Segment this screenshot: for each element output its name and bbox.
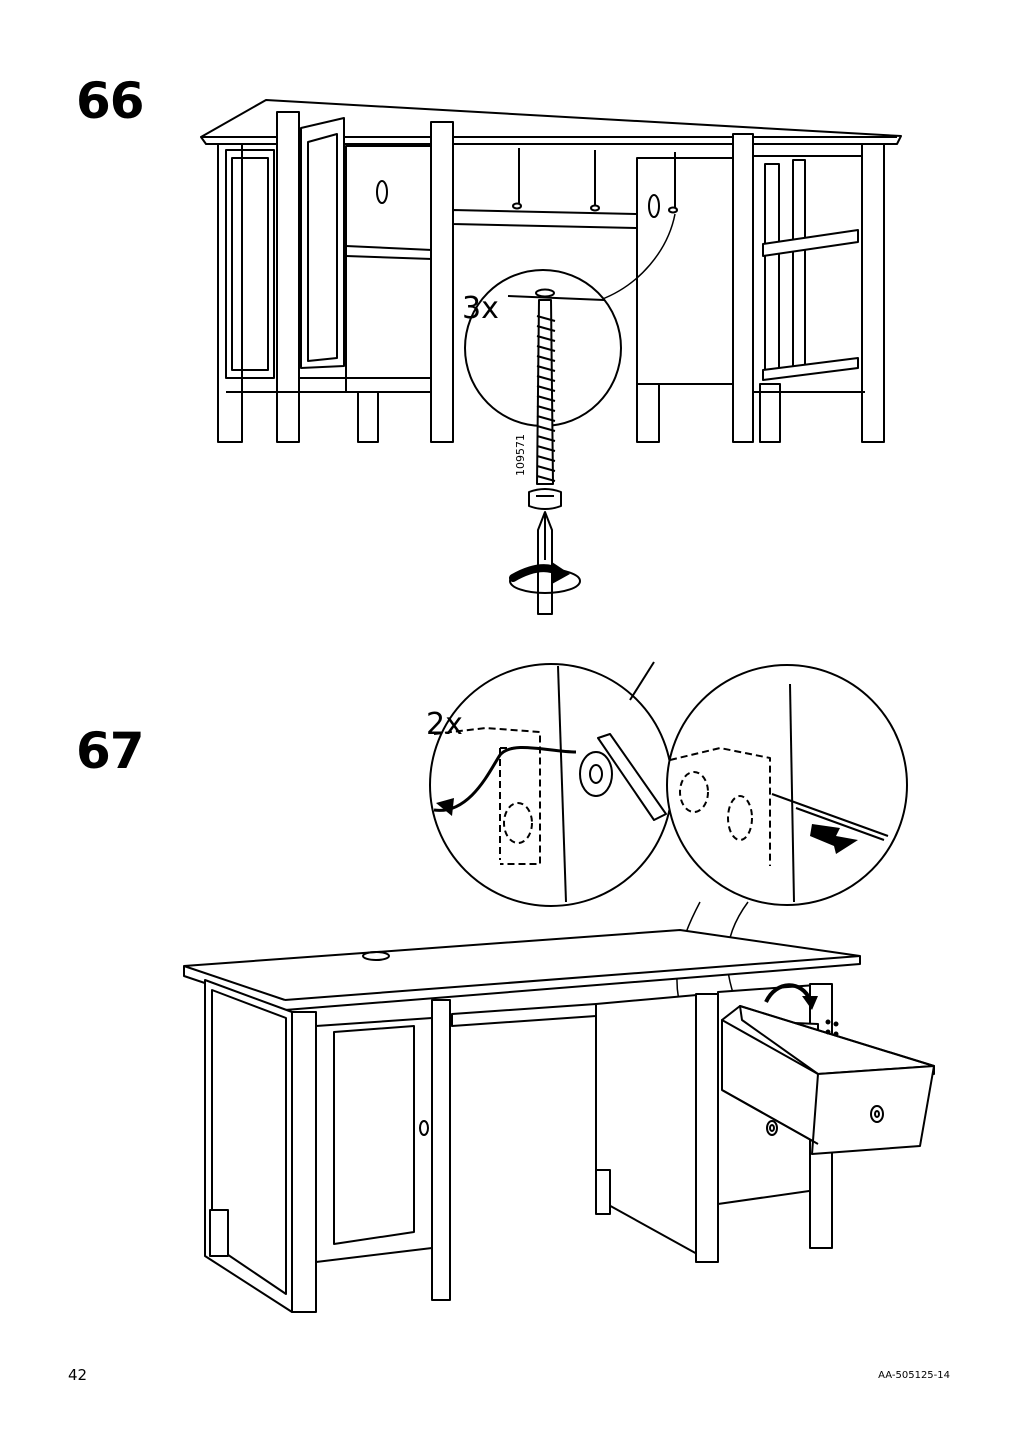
detail-circle xyxy=(465,270,621,484)
part-number-label: 109571 xyxy=(514,434,527,476)
step-number-67: 67 xyxy=(76,722,145,780)
quantity-label-66: 3x xyxy=(462,291,499,326)
step-number-66: 66 xyxy=(76,72,145,130)
tilt-arrow-icon xyxy=(766,985,818,1010)
step-66-illustration: 3x 109571 xyxy=(0,0,1012,640)
rotate-clockwise-icon xyxy=(510,562,580,593)
middle-rail xyxy=(453,144,733,228)
quantity-label-67: 2x xyxy=(426,707,463,742)
screw-head-icon xyxy=(529,489,561,509)
left-detail-circle xyxy=(430,662,672,906)
desk xyxy=(184,930,860,1312)
page-number: 42 xyxy=(68,1366,88,1384)
document-id: AA-505125-14 xyxy=(878,1370,950,1381)
screwdriver-icon xyxy=(538,512,552,614)
drawer xyxy=(722,1006,934,1154)
detail-leader xyxy=(600,214,675,300)
left-pedestal xyxy=(218,112,453,442)
right-detail-circle xyxy=(667,665,907,905)
right-pedestal xyxy=(637,134,884,442)
step-67-illustration: 2x xyxy=(0,640,1012,1360)
